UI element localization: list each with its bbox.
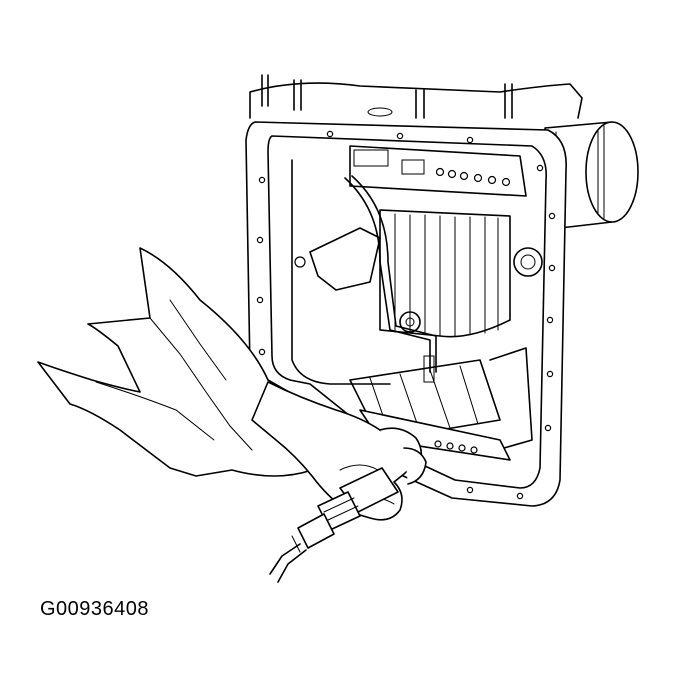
transmission-illustration [37,74,639,583]
case-top [249,74,583,119]
figure-id-label: G00936408 [40,598,150,620]
case-interior [291,145,543,449]
socket-tool [269,467,399,583]
